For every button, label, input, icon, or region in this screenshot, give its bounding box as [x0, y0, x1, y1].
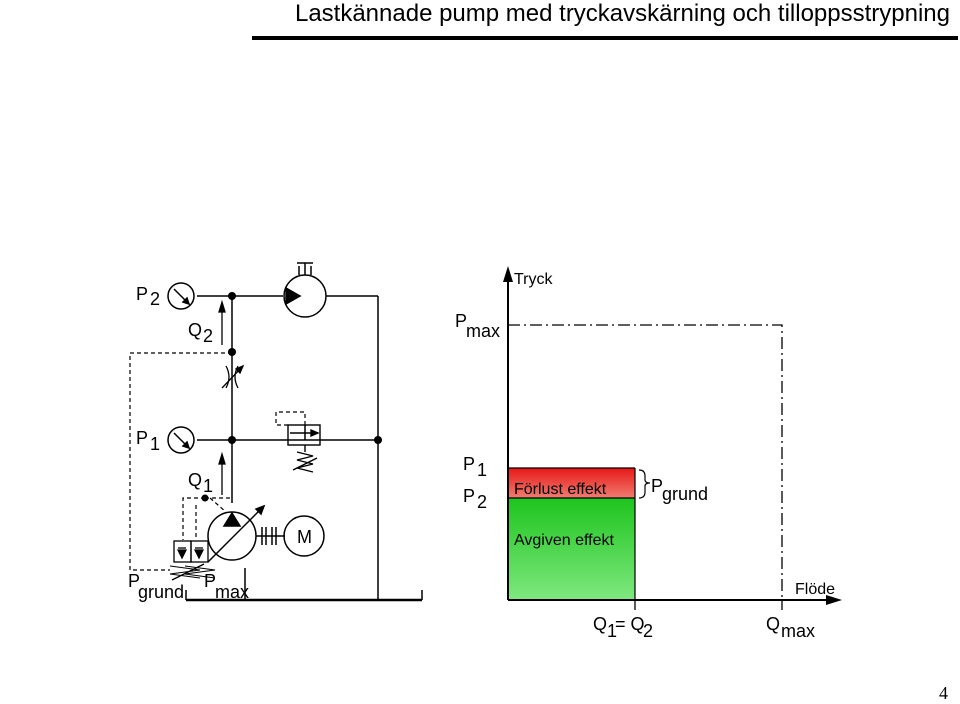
- output-power-label: Avgiven effekt: [514, 532, 614, 549]
- pgrund-label: P: [128, 571, 140, 591]
- title-divider: [252, 36, 958, 40]
- q1-equals-q2-sub2: 2: [643, 621, 653, 641]
- junction-dots: [201, 292, 382, 502]
- graph-pmax-label-sub: max: [466, 321, 500, 341]
- motor-label: M: [297, 527, 312, 547]
- page-number: 4: [939, 683, 948, 703]
- q1-label-sub: 1: [203, 476, 213, 496]
- qmax-label: Q: [766, 614, 780, 634]
- electric-motor-icon: [283, 515, 325, 557]
- pressure-relief-valve-icon: [287, 424, 321, 473]
- power-loss-label: Förlust effekt: [514, 481, 607, 498]
- p2-label: P: [136, 284, 148, 304]
- graph-p1-label: P: [463, 454, 475, 474]
- flow-arrow-q1-icon: [218, 451, 226, 495]
- hydraulic-circuit: [129, 295, 423, 602]
- pressure-gauge-p1-icon: [167, 426, 195, 454]
- flow-arrow-q2-icon: [218, 299, 226, 345]
- qmax-label-sub: max: [781, 621, 815, 641]
- graph-pgrund-label-sub: grund: [662, 484, 708, 504]
- graph-p1-label-sub: 1: [477, 460, 487, 480]
- q2-label-sub: 2: [203, 326, 213, 346]
- graph-pgrund-label: P: [651, 476, 663, 496]
- pmax-limit-line: [508, 324, 783, 600]
- p1-label-sub: 1: [150, 434, 160, 454]
- y-axis-label: Tryck: [514, 271, 554, 288]
- p2-label-sub: 2: [150, 289, 160, 309]
- x-axis-arrow-icon: [826, 595, 842, 605]
- pmax-label: P: [204, 571, 216, 591]
- p1-label: P: [136, 428, 148, 448]
- pgrund-label-sub: grund: [138, 582, 184, 602]
- page-title: Lastkännade pump med tryckavskärning och…: [294, 0, 950, 27]
- x-axis-label: Flöde: [795, 581, 835, 598]
- q2-label: Q: [188, 320, 202, 340]
- hydraulic-motor-icon: [283, 262, 327, 318]
- compensator-valves-icon: [169, 540, 216, 581]
- throttle-valve-icon: [221, 364, 245, 389]
- power-loss-area: [508, 468, 635, 498]
- graph-p2-label-sub: 2: [477, 492, 487, 512]
- pressure-gauge-p2-icon: [167, 282, 195, 310]
- pilot-line: [129, 352, 232, 571]
- q1-equals-q2-sub1: 1: [607, 621, 617, 641]
- variable-pump-icon: [207, 504, 285, 563]
- pressure-flow-graph: [503, 266, 842, 610]
- q1-equals-q2-mid: = Q: [615, 614, 645, 634]
- graph-pmax-label: P: [455, 311, 467, 331]
- pgrund-brace: [638, 469, 651, 499]
- output-power-area: [508, 498, 635, 600]
- pmax-label-sub: max: [215, 582, 249, 602]
- graph-p2-label: P: [463, 486, 475, 506]
- y-axis-arrow-icon: [503, 266, 513, 282]
- q1-equals-q2-label: Q: [593, 614, 607, 634]
- q1-label: Q: [188, 470, 202, 490]
